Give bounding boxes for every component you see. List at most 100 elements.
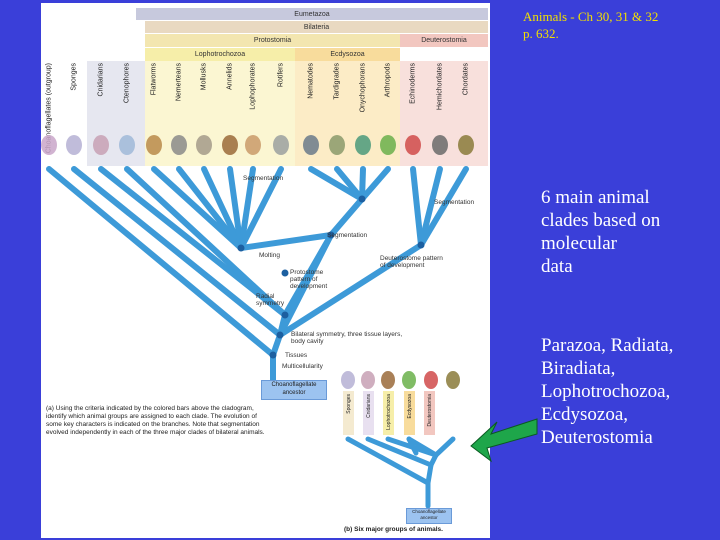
organism-icon (222, 135, 238, 155)
label-protostome-line3: development (290, 283, 328, 290)
label-segmentation-lopho: Segmentation (243, 175, 284, 182)
branch-line (238, 232, 334, 251)
small-organism-icon (446, 371, 460, 389)
small-column-0: Sponges (343, 391, 354, 435)
organism-icon (146, 135, 162, 155)
ancestor-line1: Choanoflagellate (271, 382, 317, 388)
branch-line (270, 332, 283, 358)
label-protostome-pattern: Protostome pattern of development (290, 269, 327, 290)
label-molting: Molting (259, 252, 280, 259)
cladogram-figure: Eumetazoa Bilateria Protostomia Deuteros… (41, 3, 490, 538)
small-column-3: Ecdysozoa (404, 391, 415, 435)
ancestor-b-line2: ancestor (420, 515, 438, 520)
bar-bilateria: Bilateria (145, 21, 488, 33)
summary-line1: 6 main animal (541, 187, 650, 208)
branch-line (238, 166, 256, 251)
label-multicellularity: Multicellularity (282, 363, 323, 370)
organism-icon (196, 135, 212, 155)
branch-node (281, 269, 289, 277)
label-protostome-line2: pattern of (290, 276, 318, 283)
small-branch-line (406, 436, 419, 456)
organism-icon (66, 135, 82, 155)
organism-icon (355, 135, 371, 155)
branch-line (201, 166, 244, 251)
label-bilateral-line2: body cavity (291, 338, 324, 345)
label-radial-line2: symmetry (256, 300, 285, 307)
clade-list-line3: Lophotrochozoa, (541, 381, 671, 402)
ancestor-b-line1: Choanoflagellate (412, 509, 446, 514)
branch-line (359, 166, 391, 202)
bar-protostomia: Protostomia (145, 34, 400, 47)
branch-line (308, 166, 365, 202)
organism-icon (432, 135, 448, 155)
small-column-2: Lophotrochozoa (383, 391, 394, 435)
clade-summary: 6 main animal clades based on molecular … (541, 186, 717, 278)
summary-line2: clades based on (541, 210, 661, 231)
choanoflagellate-ancestor-box: Choanoflagellate ancestor (261, 380, 327, 400)
branch-line (151, 166, 244, 251)
bar-eumetazoa-label: Eumetazoa (294, 10, 330, 18)
organism-icon (273, 135, 289, 155)
small-column-1: Cnidarians (363, 391, 374, 435)
small-branch-line (406, 436, 439, 458)
bar-eumetazoa: Eumetazoa (136, 8, 488, 20)
small-tree (345, 436, 456, 509)
small-branch-line (365, 436, 434, 468)
label-radial-line1: Radial (256, 293, 275, 300)
caption-a-line1: (a) Using the criteria indicated by the … (46, 405, 254, 412)
branch-line (334, 166, 365, 202)
bar-deuterostomia: Deuterostomia (400, 34, 488, 47)
small-column-name: Sponges (345, 394, 352, 414)
branch-node (237, 244, 245, 252)
caption-a-line3: some key characters is indicated on the … (46, 421, 260, 428)
branch-node (276, 331, 284, 339)
branch-node (281, 311, 289, 319)
organism-icon (303, 135, 319, 155)
branch-node (269, 351, 277, 359)
clade-list-line5: Deuterostomia (541, 427, 653, 448)
organism-icon (405, 135, 421, 155)
branch-line (277, 242, 424, 338)
label-deuterostome-pattern: Deuterostome pattern of development (380, 255, 443, 269)
label-bilateral-symmetry: Bilateral symmetry, three tissue layers,… (291, 331, 402, 345)
clade-list-line1: Parazoa, Radiata, (541, 335, 674, 356)
branch-node (327, 231, 335, 239)
clade-list-line2: Biradiata, (541, 358, 616, 379)
caption-a-line4: evolved independently in each of the thr… (46, 429, 265, 436)
small-column-name: Deuterostomia (426, 394, 433, 427)
caption-b: (b) Six major groups of animals. (344, 526, 443, 533)
small-organism-icon (341, 371, 355, 389)
branch-line (176, 166, 244, 251)
branch-line (328, 196, 365, 238)
bar-bilateria-label: Bilateria (303, 23, 330, 31)
bar-deuterostomia-label: Deuterostomia (421, 37, 467, 44)
bar-protostomia-label: Protostomia (253, 37, 292, 44)
organism-icon (171, 135, 187, 155)
small-organism-icon (424, 371, 438, 389)
small-organism-icon (361, 371, 375, 389)
branch-line (124, 166, 288, 318)
branch-line (277, 232, 334, 338)
branch-node (358, 195, 366, 203)
summary-line4: data (541, 256, 573, 277)
organism-icon (245, 135, 261, 155)
cladogram-tree (41, 135, 474, 509)
branch-node (417, 241, 425, 249)
small-organism-icon (402, 371, 416, 389)
branch-line (227, 166, 244, 251)
slide-title: Animals - Ch 30, 31 & 32 p. 632. (523, 8, 719, 42)
slide-title-line1: Animals - Ch 30, 31 & 32 (523, 9, 659, 24)
small-organism-icon (381, 371, 395, 389)
small-column-name: Ecdysozoa (406, 394, 413, 419)
label-segmentation-ecdyso: Segmentation (327, 232, 368, 239)
choanoflagellate-ancestor-box-b: Choanoflagellate ancestor (406, 508, 452, 524)
caption-a-line2: identify which animal groups are assigne… (46, 413, 257, 420)
organism-icon (119, 135, 135, 155)
label-deuterostome-line2: of development (380, 262, 425, 269)
organism-icon (41, 135, 57, 155)
branch-line (418, 166, 469, 248)
organism-icon (93, 135, 109, 155)
small-branch-line (345, 436, 431, 486)
branch-line (418, 166, 443, 248)
ancestor-line2: ancestor (282, 390, 306, 396)
